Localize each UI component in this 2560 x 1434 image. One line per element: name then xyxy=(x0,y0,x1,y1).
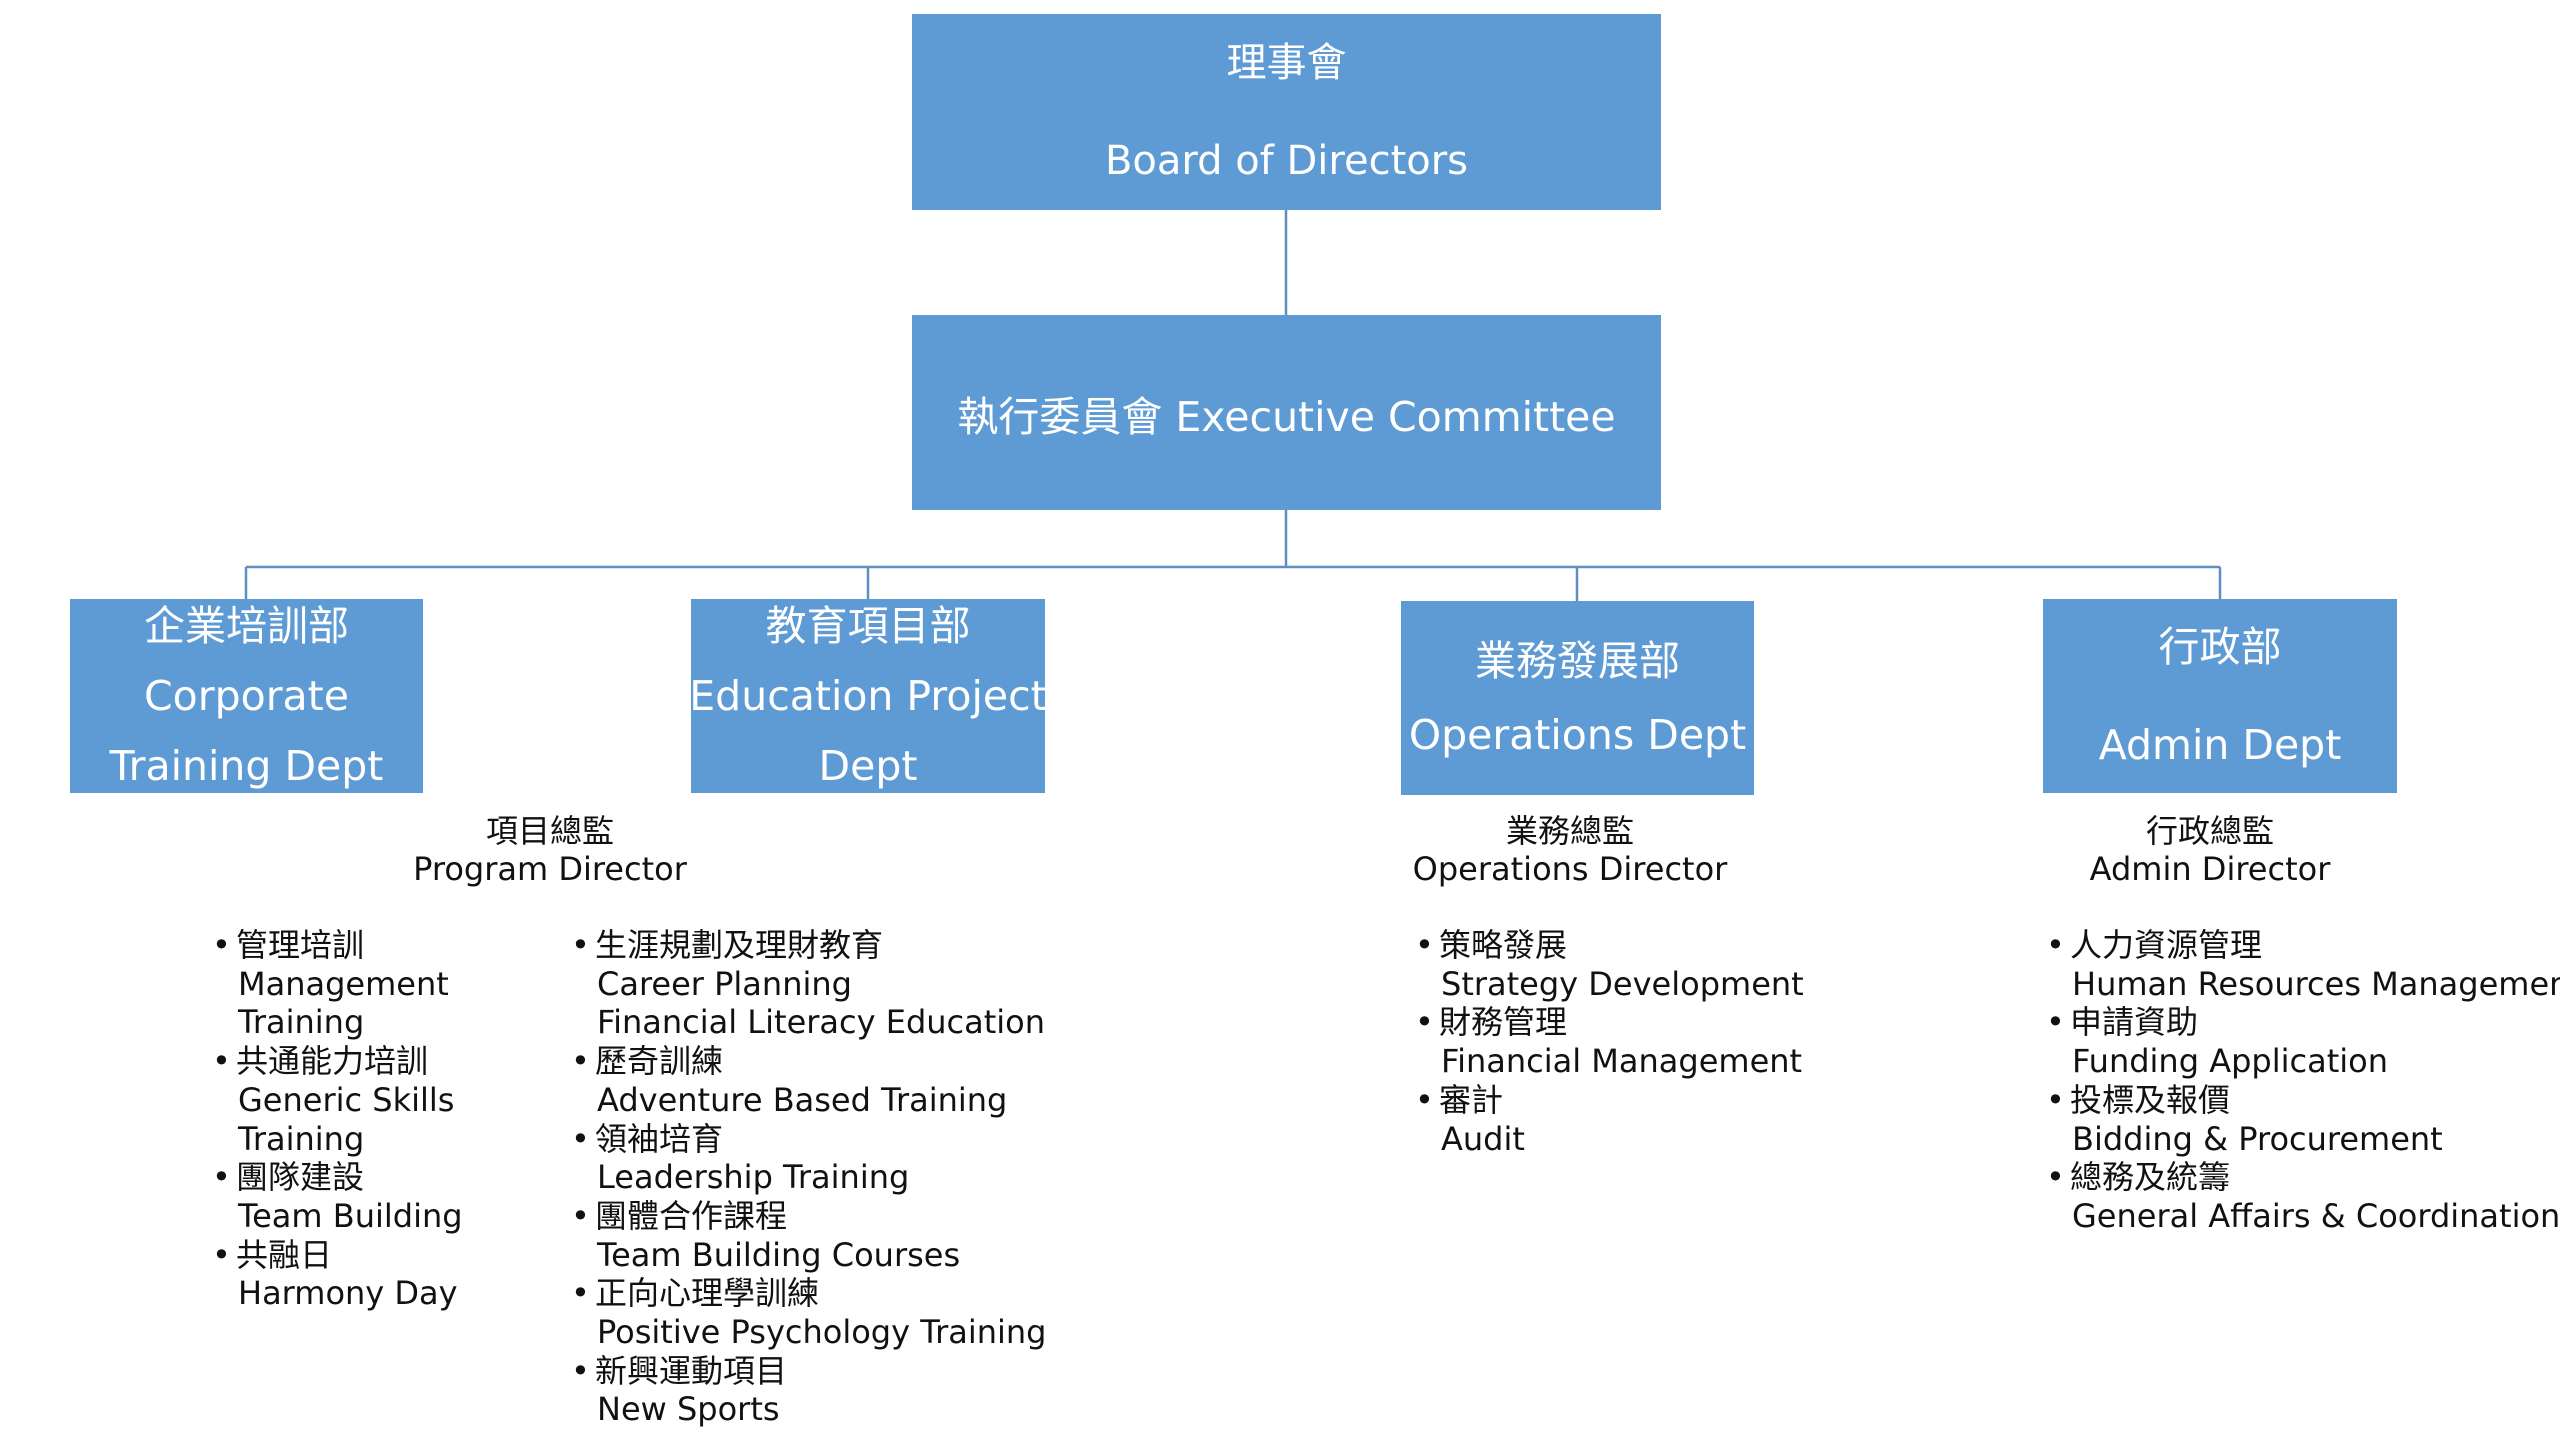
admin-director-zh: 行政總監 xyxy=(2145,812,2274,850)
operations-director-en: Operations Director xyxy=(1412,850,1728,888)
dept-admin-zh: 行政部 xyxy=(2158,623,2282,671)
list-item-en: Generic Skills xyxy=(238,1080,455,1119)
list-item-en: Financial Literacy Education xyxy=(597,1003,1046,1042)
list-item-zh: 管理培訓 xyxy=(236,926,365,964)
list-item-zh: 投標及報價 xyxy=(2070,1080,2231,1119)
board-zh: 理事會 xyxy=(1226,40,1347,86)
list-item: 總務及統籌 General Affairs & Coordination xyxy=(2046,1158,2560,1235)
dept-corporate-zh: 企業培訓部 xyxy=(144,602,349,650)
admin-director: 行政總監 Admin Director xyxy=(2060,812,2360,888)
list-item-zh: 新興運動項目 xyxy=(595,1351,788,1390)
list-item: 策略發展 Strategy Development xyxy=(1415,926,1804,1003)
dept-operations: 業務發展部 Operations Dept xyxy=(1401,601,1754,795)
dept-admin-en: Admin Dept xyxy=(2098,721,2342,769)
dept-education-en-2: Dept xyxy=(818,742,918,790)
dept-education-project: 教育項目部 Education Project Dept xyxy=(689,599,1047,793)
list-item-en: Leadership Training xyxy=(597,1158,910,1197)
list-item-zh: 總務及統籌 xyxy=(2070,1158,2231,1197)
board-of-directors-box: 理事會 Board of Directors xyxy=(912,14,1661,210)
list-item-en: Adventure Based Training xyxy=(597,1080,1008,1119)
dept-corporate-training: 企業培訓部 Corporate Training Dept xyxy=(70,599,423,793)
program-director-en: Program Director xyxy=(413,850,687,888)
list-item-en: Funding Application xyxy=(2072,1042,2388,1081)
operations-items-list: 策略發展 Strategy Development 財務管理 Financial… xyxy=(1415,926,1804,1158)
list-item: 新興運動項目 New Sports xyxy=(571,1352,1046,1429)
dept-admin: 行政部 Admin Dept xyxy=(2043,599,2397,793)
list-item-zh: 歷奇訓練 xyxy=(595,1042,724,1081)
dept-operations-zh: 業務發展部 xyxy=(1475,637,1680,685)
list-item: 管理培訓 Management Training xyxy=(212,926,463,1042)
list-item-en: Management xyxy=(238,964,449,1003)
list-item: 投標及報價 Bidding & Procurement xyxy=(2046,1081,2560,1158)
operations-director-zh: 業務總監 xyxy=(1505,812,1634,850)
list-item: 團隊建設 Team Building xyxy=(212,1158,463,1235)
list-item-zh: 共通能力培訓 xyxy=(236,1042,429,1081)
dept-corporate-en-1: Corporate xyxy=(144,672,349,720)
list-item-zh: 團隊建設 xyxy=(236,1158,365,1197)
list-item-en: Training xyxy=(238,1119,365,1158)
list-item-en: Harmony Day xyxy=(238,1274,458,1313)
list-item-zh: 財務管理 xyxy=(1439,1003,1568,1042)
dept-operations-en: Operations Dept xyxy=(1408,711,1747,759)
list-item-en: General Affairs & Coordination xyxy=(2072,1196,2560,1235)
list-item: 領袖培育 Leadership Training xyxy=(571,1120,1046,1197)
list-item: 審計 Audit xyxy=(1415,1081,1804,1158)
list-item: 申請資助 Funding Application xyxy=(2046,1003,2560,1080)
list-item: 正向心理學訓練 Positive Psychology Training xyxy=(571,1274,1046,1351)
list-item-en: Bidding & Procurement xyxy=(2072,1119,2443,1158)
list-item-zh: 審計 xyxy=(1439,1080,1504,1119)
dept-education-zh: 教育項目部 xyxy=(765,602,971,650)
list-item-en: Training xyxy=(238,1003,365,1042)
list-item-zh: 正向心理學訓練 xyxy=(595,1274,820,1313)
list-item-en: Financial Management xyxy=(1441,1042,1803,1081)
dept-education-en-1: Education Project xyxy=(689,672,1047,720)
list-item-en: Team Building Courses xyxy=(597,1235,961,1274)
list-item-en: Human Resources Management xyxy=(2072,964,2560,1003)
executive-label: 執行委員會 Executive Committee xyxy=(957,392,1616,441)
board-en: Board of Directors xyxy=(1104,138,1469,184)
program-director: 項目總監 Program Director xyxy=(330,812,770,888)
list-item-en: Team Building xyxy=(238,1196,463,1235)
admin-items-list: 人力資源管理 Human Resources Management 申請資助 F… xyxy=(2046,926,2560,1236)
list-item-zh: 領袖培育 xyxy=(595,1119,724,1158)
list-item-en: Positive Psychology Training xyxy=(597,1313,1047,1352)
list-item-zh: 人力資源管理 xyxy=(2070,926,2263,964)
education-items-list: 生涯規劃及理財教育 Career Planning Financial Lite… xyxy=(571,926,1046,1429)
list-item: 歷奇訓練 Adventure Based Training xyxy=(571,1042,1046,1119)
corporate-items-list: 管理培訓 Management Training 共通能力培訓 Generic … xyxy=(212,926,463,1313)
list-item: 人力資源管理 Human Resources Management xyxy=(2046,926,2560,1003)
operations-director: 業務總監 Operations Director xyxy=(1390,812,1750,888)
list-item-zh: 團體合作課程 xyxy=(595,1196,788,1235)
list-item-en: New Sports xyxy=(597,1390,780,1429)
list-item: 共融日 Harmony Day xyxy=(212,1236,463,1313)
list-item: 共通能力培訓 Generic Skills Training xyxy=(212,1042,463,1158)
list-item: 財務管理 Financial Management xyxy=(1415,1003,1804,1080)
program-director-zh: 項目總監 xyxy=(485,812,614,850)
list-item: 團體合作課程 Team Building Courses xyxy=(571,1197,1046,1274)
list-item-zh: 生涯規劃及理財教育 xyxy=(595,926,884,964)
list-item-en: Career Planning xyxy=(597,964,852,1003)
executive-committee-box: 執行委員會 Executive Committee xyxy=(912,315,1661,510)
list-item-en: Audit xyxy=(1441,1119,1525,1158)
admin-director-en: Admin Director xyxy=(2089,850,2331,888)
list-item: 生涯規劃及理財教育 Career Planning Financial Lite… xyxy=(571,926,1046,1042)
list-item-zh: 策略發展 xyxy=(1439,926,1568,964)
list-item-zh: 共融日 xyxy=(236,1235,333,1274)
list-item-zh: 申請資助 xyxy=(2070,1003,2199,1042)
dept-corporate-en-2: Training Dept xyxy=(109,742,384,790)
list-item-en: Strategy Development xyxy=(1441,964,1804,1003)
